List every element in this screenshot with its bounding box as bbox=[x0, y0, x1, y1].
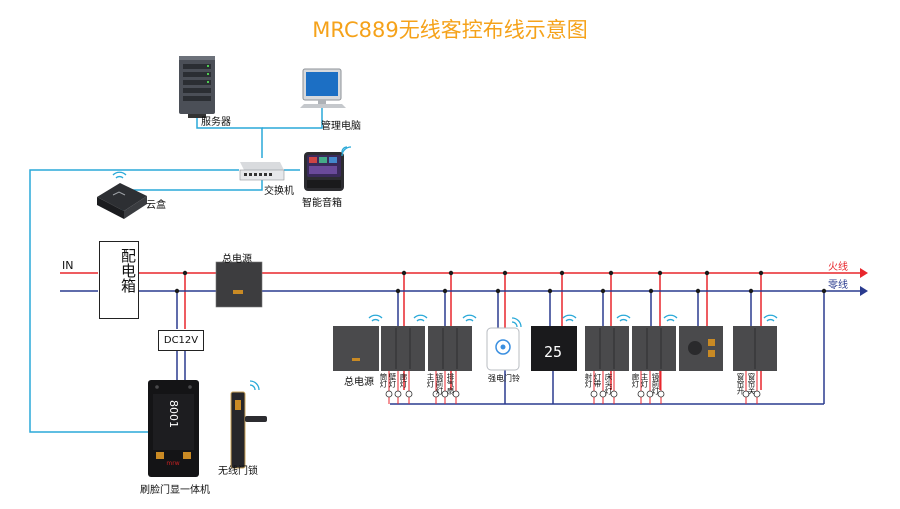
distribution-box-label: 配电箱 bbox=[119, 248, 137, 293]
pc-label: 管理电脑 bbox=[321, 121, 361, 132]
neutral-line-label: 零线 bbox=[828, 280, 848, 291]
door-lock-icon bbox=[230, 391, 267, 469]
cloud-box-label: 云盒 bbox=[146, 200, 166, 211]
circuit-label: 廊灯 bbox=[399, 373, 408, 387]
switch-label: 交换机 bbox=[264, 186, 294, 197]
thermostat-icon: 25 bbox=[531, 326, 577, 371]
main-power-box-icon bbox=[215, 261, 263, 308]
circuit-label: 窗帘开 bbox=[736, 373, 745, 394]
switch-icon bbox=[239, 162, 285, 181]
cloud-box-icon bbox=[97, 183, 147, 219]
circuit-label: 主灯 bbox=[426, 373, 435, 387]
room-number: 8001 bbox=[167, 400, 180, 428]
thermostat-temp: 25 bbox=[544, 343, 562, 361]
load-terminal bbox=[590, 390, 598, 398]
load-terminal bbox=[441, 390, 449, 398]
circuit-label: 主灯 bbox=[640, 373, 649, 387]
door-lock-label: 无线门锁 bbox=[218, 466, 258, 477]
circuit-label: 排气扇 bbox=[446, 373, 455, 394]
circuit-label: 床头灯 bbox=[604, 373, 613, 394]
load-terminal bbox=[599, 390, 607, 398]
circuit-label: 镜前灯 bbox=[651, 373, 660, 394]
live-line-label: 火线 bbox=[828, 262, 848, 273]
circuit-label: 射灯 bbox=[584, 373, 593, 387]
circuit-label: 镜前灯 bbox=[435, 373, 444, 394]
junction-dots bbox=[174, 270, 827, 294]
distribution-box: 配电箱 bbox=[99, 241, 139, 319]
wall-panels bbox=[333, 326, 777, 371]
load-terminal bbox=[637, 390, 645, 398]
server-icon bbox=[179, 56, 215, 118]
face-terminal-label: 刷脸门显一体机 bbox=[140, 485, 210, 496]
load-terminal bbox=[610, 390, 618, 398]
doorbell-icon bbox=[486, 327, 520, 371]
load-terminal bbox=[385, 390, 393, 398]
load-terminal bbox=[432, 390, 440, 398]
load-terminal bbox=[452, 390, 460, 398]
load-terminal bbox=[405, 390, 413, 398]
in-label: IN bbox=[62, 259, 74, 272]
terminal-brand: mrw bbox=[166, 460, 179, 467]
socket-panel-icon bbox=[679, 326, 723, 371]
smart-speaker-icon bbox=[304, 152, 344, 191]
load-terminal bbox=[753, 390, 761, 398]
load-terminal bbox=[742, 390, 750, 398]
diagram-title: MRC889无线客控布线示意图 bbox=[312, 18, 588, 42]
doorbell-label: 强电门铃 bbox=[488, 374, 520, 383]
load-terminal bbox=[394, 390, 402, 398]
circuit-label: 灯带 bbox=[593, 373, 602, 387]
dc12v-box: DC12V bbox=[158, 330, 204, 351]
main-power-panel-label: 总电源 bbox=[344, 377, 374, 388]
main-power-label: 总电源 bbox=[222, 254, 252, 265]
circuit-label: 壁灯 bbox=[388, 373, 397, 387]
circuit-label: 筒灯 bbox=[379, 373, 388, 387]
speaker-label: 智能音箱 bbox=[302, 198, 342, 209]
load-terminal bbox=[646, 390, 654, 398]
server-label: 服务器 bbox=[201, 117, 231, 128]
circuit-label: 窗帘关 bbox=[747, 373, 756, 394]
pc-icon bbox=[300, 68, 346, 108]
face-terminal-icon: mrw bbox=[148, 380, 199, 477]
circuit-label: 廊灯 bbox=[631, 373, 640, 387]
load-terminal bbox=[657, 390, 665, 398]
wifi-signal-icons bbox=[112, 146, 778, 391]
